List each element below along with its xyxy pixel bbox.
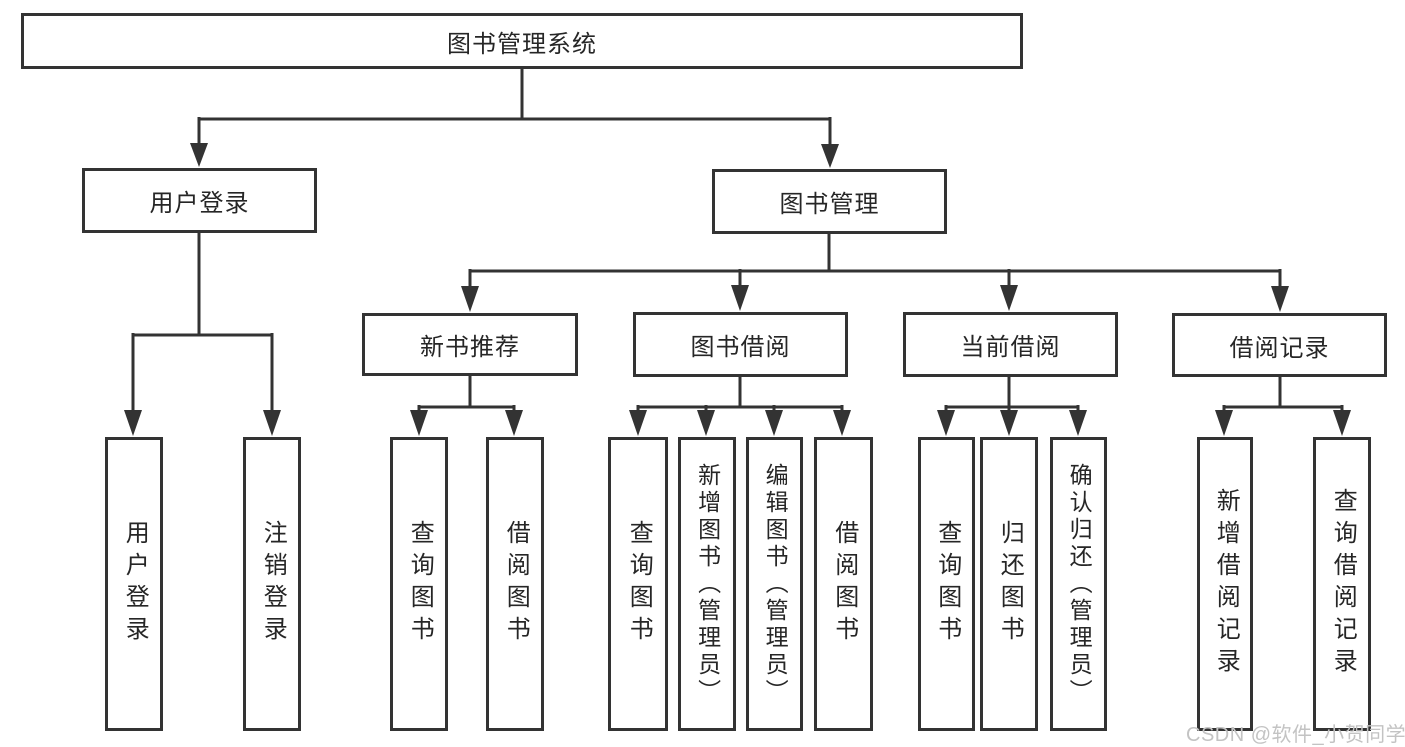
leaf-query-books-current-label: 查询图书	[933, 520, 961, 648]
leaf-edit-books-admin-label: 编辑图书（管理员）	[762, 462, 789, 706]
leaf-user-login: 用户登录	[105, 437, 163, 731]
connector-user-login-children	[124, 232, 281, 436]
node-root-system: 图书管理系统	[21, 13, 1023, 69]
leaf-query-borrow-record-label: 查询借阅记录	[1329, 488, 1357, 680]
leaf-query-books-recommend-label: 查询图书	[406, 520, 434, 648]
leaf-add-books-admin-label: 新增图书（管理员）	[694, 462, 721, 706]
leaf-add-borrow-record-label: 新增借阅记录	[1212, 488, 1240, 680]
leaf-query-books-recommend: 查询图书	[390, 437, 448, 731]
connector-book-management-children	[461, 233, 1289, 312]
node-new-book-recommend: 新书推荐	[362, 313, 578, 376]
connector-root-to-level2	[190, 68, 839, 168]
leaf-confirm-return-admin-label: 确认归还（管理员）	[1066, 462, 1093, 706]
connector-current-borrowing-children	[937, 377, 1087, 436]
node-user-login: 用户登录	[82, 168, 317, 233]
leaf-return-books: 归还图书	[980, 437, 1038, 731]
leaf-borrow-books-recommend: 借阅图书	[486, 437, 544, 731]
leaf-query-books-borrowing: 查询图书	[608, 437, 668, 731]
leaf-borrow-books-label: 借阅图书	[830, 520, 858, 648]
node-book-borrowing: 图书借阅	[633, 312, 848, 377]
leaf-query-books-current: 查询图书	[918, 437, 975, 731]
leaf-add-borrow-record: 新增借阅记录	[1197, 437, 1253, 731]
leaf-edit-books-admin: 编辑图书（管理员）	[746, 437, 803, 731]
csdn-watermark: CSDN @软件_小贺同学	[1186, 724, 1405, 746]
leaf-logout-login-label: 注销登录	[259, 520, 287, 648]
node-current-borrowing: 当前借阅	[903, 312, 1118, 377]
leaf-query-borrow-record: 查询借阅记录	[1313, 437, 1371, 731]
connector-borrow-records-children	[1215, 377, 1351, 436]
leaf-logout-login: 注销登录	[243, 437, 301, 731]
leaf-confirm-return-admin: 确认归还（管理员）	[1050, 437, 1107, 731]
leaf-query-books-borrowing-label: 查询图书	[625, 520, 653, 648]
node-borrow-records: 借阅记录	[1172, 313, 1387, 377]
connector-new-book-recommend-children	[410, 375, 523, 436]
connector-book-borrowing-children	[629, 377, 851, 436]
node-book-management: 图书管理	[712, 169, 947, 234]
leaf-user-login-label: 用户登录	[121, 520, 149, 648]
leaf-borrow-books: 借阅图书	[814, 437, 873, 731]
leaf-return-books-label: 归还图书	[996, 520, 1024, 648]
leaf-borrow-books-recommend-label: 借阅图书	[502, 520, 530, 648]
leaf-add-books-admin: 新增图书（管理员）	[678, 437, 736, 731]
